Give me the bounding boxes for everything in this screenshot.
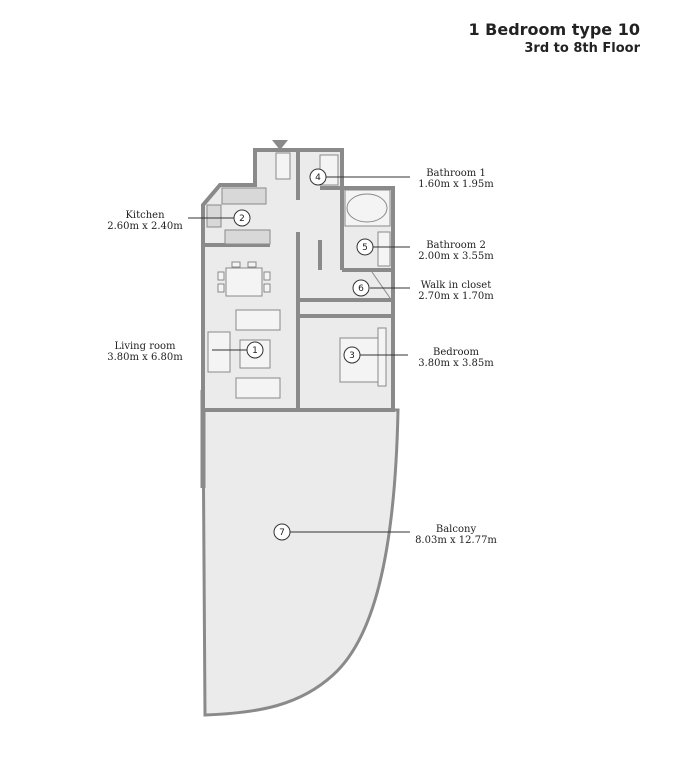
room-marker-2: 2 <box>233 209 251 227</box>
svg-text:4: 4 <box>315 173 321 183</box>
room-marker-7: 7 <box>273 523 291 541</box>
room-marker-5: 5 <box>356 238 374 256</box>
room-size: 3.80m x 3.85m <box>418 358 494 369</box>
dining-table <box>217 261 271 297</box>
room-size: 3.80m x 6.80m <box>107 352 183 363</box>
entrance-arrow-icon <box>272 140 288 150</box>
svg-text:3: 3 <box>349 351 355 361</box>
svg-text:7: 7 <box>279 528 285 538</box>
room-size: 8.03m x 12.77m <box>415 535 497 546</box>
room-label-bedroom: Bedroom 3.80m x 3.85m <box>406 347 506 369</box>
room-name: Bathroom 2 <box>426 240 486 251</box>
room-name: Kitchen <box>125 210 165 221</box>
room-name: Living room <box>114 341 176 352</box>
room-marker-6: 6 <box>352 279 370 297</box>
room-label-kitchen: Kitchen 2.60m x 2.40m <box>95 210 195 232</box>
plan-title: 1 Bedroom type 10 <box>468 20 640 39</box>
room-marker-3: 3 <box>343 346 361 364</box>
leader-lines <box>188 176 410 533</box>
room-name: Walk in closet <box>420 280 492 291</box>
bathroom-2-bathtub <box>344 189 391 267</box>
room-label-bathroom-2: Bathroom 2 2.00m x 3.55m <box>406 240 506 262</box>
closet-shelf <box>371 271 391 299</box>
room-size: 2.60m x 2.40m <box>107 221 183 232</box>
room-size: 1.60m x 1.95m <box>418 179 494 190</box>
room-label-walk-in-closet: Walk in closet 2.70m x 1.70m <box>406 280 506 302</box>
room-label-balcony: Balcony 8.03m x 12.77m <box>406 524 506 546</box>
plan-subtitle: 3rd to 8th Floor <box>524 41 640 56</box>
room-size: 2.70m x 1.70m <box>418 291 494 302</box>
room-label-bathroom-1: Bathroom 1 1.60m x 1.95m <box>406 168 506 190</box>
room-name: Balcony <box>435 524 477 535</box>
room-marker-4: 4 <box>309 168 327 186</box>
svg-text:6: 6 <box>358 284 364 294</box>
balcony-area <box>201 408 400 717</box>
svg-text:2: 2 <box>239 214 245 224</box>
room-name: Bedroom <box>433 347 479 358</box>
kitchen-counters <box>206 187 271 245</box>
svg-text:1: 1 <box>252 346 258 356</box>
room-size: 2.00m x 3.55m <box>418 251 494 262</box>
plan-title-block: 1 Bedroom type 10 3rd to 8th Floor <box>468 20 640 58</box>
room-name: Bathroom 1 <box>426 168 486 179</box>
svg-text:5: 5 <box>362 243 368 253</box>
interior-walls <box>203 150 393 410</box>
room-marker-1: 1 <box>246 341 264 359</box>
room-label-living-room: Living room 3.80m x 6.80m <box>95 341 195 363</box>
